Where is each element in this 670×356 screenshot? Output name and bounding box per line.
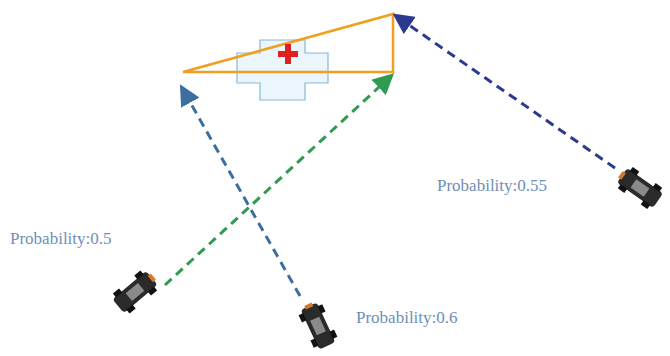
car-icon — [110, 267, 162, 316]
probability-label: Probability:0.55 — [437, 176, 547, 196]
probability-label: Probability:0.6 — [356, 308, 458, 328]
building-outline — [237, 40, 328, 100]
triangle — [183, 14, 393, 72]
red-cross — [278, 44, 298, 64]
car-icon — [613, 164, 666, 212]
car-icon — [296, 299, 339, 352]
dashed-line — [396, 16, 615, 168]
dashed-line — [165, 76, 391, 285]
probability-label: Probability:0.5 — [10, 229, 112, 249]
dashed-line — [182, 88, 300, 296]
